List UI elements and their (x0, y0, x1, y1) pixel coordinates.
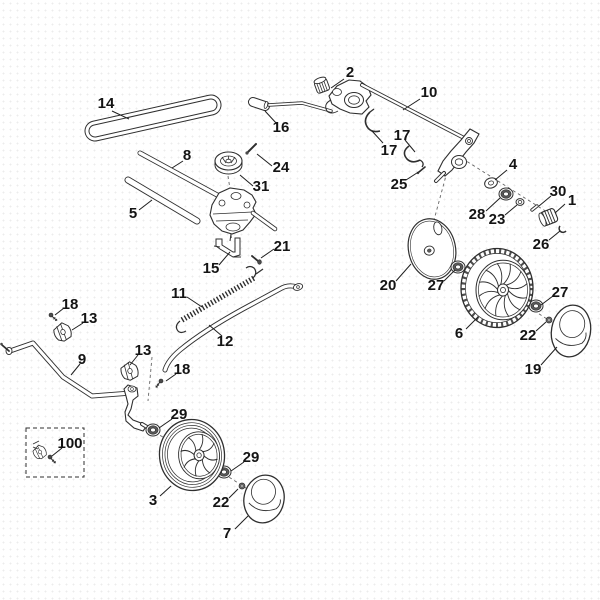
bearing-28 (498, 187, 514, 201)
callout-19: 19 (525, 361, 542, 378)
bearing-29-inner (145, 423, 161, 437)
washer (484, 177, 498, 189)
callout-14: 14 (98, 95, 115, 112)
nut-22-right (545, 316, 553, 324)
callout-18b: 18 (174, 361, 191, 378)
callout-27a: 27 (428, 277, 445, 294)
callout-29a: 29 (171, 406, 188, 423)
callout-100: 100 (57, 435, 82, 452)
bar-clamp-upper (51, 320, 74, 344)
callout-labels: 2 14 16 10 17 17 25 8 24 31 5 4 30 1 28 … (57, 64, 576, 542)
axle-tube (124, 176, 201, 225)
callout-6: 6 (455, 325, 463, 342)
belt-pulley (214, 151, 243, 175)
pivot-bar (0, 340, 134, 399)
link-rod (162, 283, 304, 373)
callout-13a: 13 (81, 310, 98, 327)
leader-lines (51, 78, 566, 530)
callout-21: 21 (274, 238, 291, 255)
callout-17a: 17 (394, 127, 411, 144)
callout-5: 5 (129, 205, 137, 222)
bar-clamp-lower (118, 359, 141, 383)
drive-belt (84, 94, 222, 142)
service-kit-box (25, 427, 85, 478)
torsion-spring-right (403, 145, 424, 168)
pulley-pin (245, 143, 257, 155)
bell-crank-bracket (434, 128, 480, 183)
callout-17b: 17 (381, 142, 398, 159)
callout-16: 16 (273, 119, 290, 136)
callout-27b: 27 (552, 284, 569, 301)
callout-3: 3 (149, 492, 157, 509)
ring-23 (515, 198, 525, 206)
callout-18a: 18 (62, 296, 79, 313)
cotter-pin (416, 166, 426, 175)
callout-12: 12 (217, 333, 234, 350)
callout-2: 2 (346, 64, 354, 81)
callout-4: 4 (509, 156, 518, 173)
callout-28: 28 (469, 206, 486, 223)
height-adjust-rod (360, 83, 468, 141)
hubcap-front (243, 474, 285, 524)
wheel-pivot-arm (123, 384, 154, 432)
callout-20: 20 (380, 277, 397, 294)
callout-22b: 22 (520, 327, 537, 344)
gearbox (209, 187, 278, 242)
callout-8: 8 (183, 147, 191, 164)
drive-lever-bracket (325, 79, 372, 115)
callout-25: 25 (391, 176, 408, 193)
front-wheel (158, 418, 226, 492)
lever-bushing (313, 76, 330, 94)
handle-grip (248, 97, 333, 113)
bracket-bolt (251, 255, 262, 265)
rear-wheel (460, 247, 534, 329)
callout-13b: 13 (135, 342, 152, 359)
callout-7: 7 (223, 525, 231, 542)
callout-9: 9 (78, 351, 86, 368)
callout-31: 31 (253, 178, 270, 195)
torsion-spring-left (364, 108, 381, 133)
tension-spring (175, 265, 264, 334)
callout-26: 26 (533, 236, 550, 253)
pin-30 (530, 204, 539, 212)
clip-26 (558, 225, 567, 234)
callout-24: 24 (273, 159, 290, 176)
hubcap-rear (550, 304, 592, 358)
callout-30: 30 (550, 183, 567, 200)
drive-shaft (137, 150, 222, 199)
callout-15: 15 (203, 260, 220, 277)
gearbox-bracket (213, 237, 241, 258)
callout-1: 1 (568, 192, 576, 209)
wheel-disc (407, 218, 457, 280)
callout-11: 11 (171, 285, 187, 302)
callout-23: 23 (489, 211, 506, 228)
callout-29b: 29 (243, 449, 260, 466)
adjuster-cap (538, 208, 559, 227)
callout-10: 10 (421, 84, 438, 101)
nut-22-front (238, 482, 246, 490)
callout-22a: 22 (213, 494, 230, 511)
clamp-screw-lower (154, 378, 164, 389)
